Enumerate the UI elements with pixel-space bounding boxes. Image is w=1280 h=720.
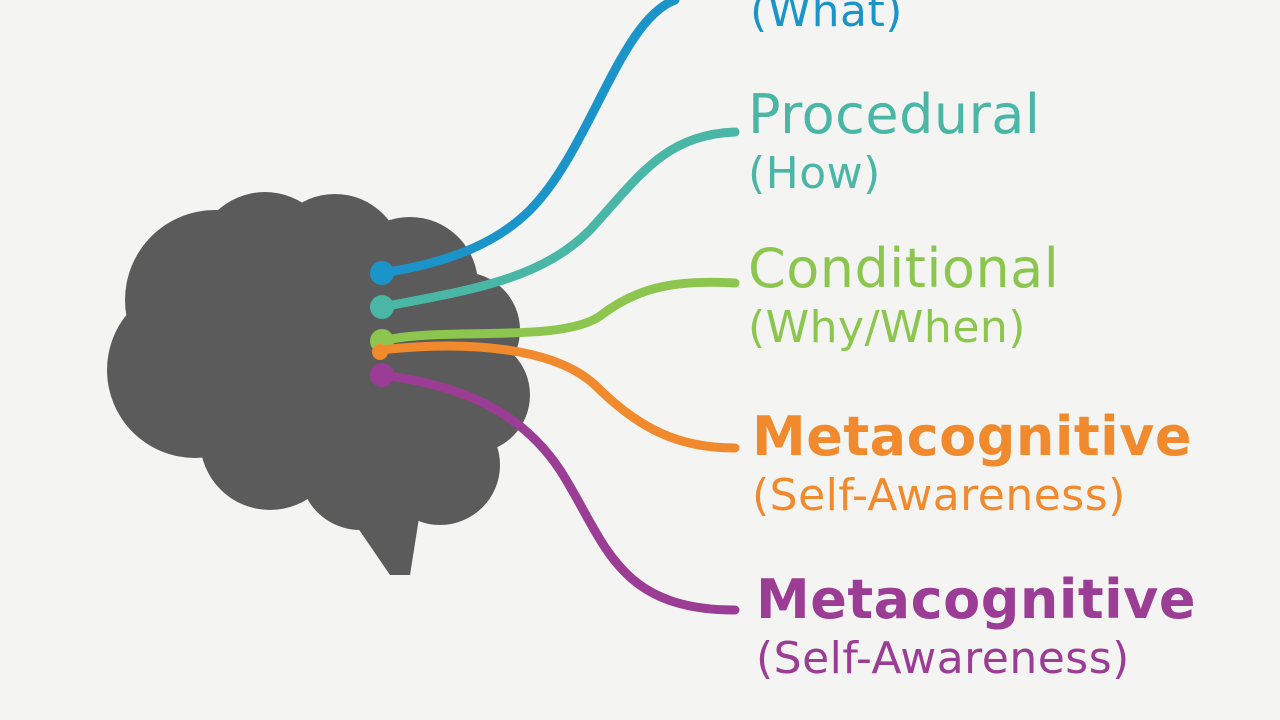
connector-line-metacognitive-orange (375, 341, 740, 453)
connector-dot-declarative (370, 261, 394, 285)
label-metacognitive-orange-subtitle: (Self-Awareness) (752, 470, 1126, 521)
connector-dot-procedural (370, 295, 394, 319)
connector-dot-metacognitive-orange (372, 344, 388, 360)
connector-procedural (370, 127, 740, 319)
label-procedural-subtitle: (How) (748, 148, 881, 199)
label-declarative: (What) (750, 0, 903, 34)
connector-line-procedural (377, 127, 740, 312)
label-metacognitive-orange: Metacognitive (Self-Awareness) (752, 410, 1192, 518)
label-declarative-subtitle: (What) (750, 0, 903, 37)
connector-line-declarative (377, 0, 680, 278)
connector-dot-metacognitive-purple (370, 363, 394, 387)
label-procedural: Procedural (How) (748, 88, 1040, 196)
label-metacognitive-purple: Metacognitive (Self-Awareness) (756, 573, 1196, 681)
connector-line-conditional (377, 277, 740, 346)
label-metacognitive-purple-subtitle: (Self-Awareness) (756, 633, 1130, 684)
label-conditional-title: Conditional (748, 237, 1060, 300)
connector-declarative (370, 0, 680, 285)
label-metacognitive-orange-title: Metacognitive (752, 405, 1192, 468)
label-conditional: Conditional (Why/When) (748, 242, 1059, 350)
connector-line-metacognitive-purple (377, 370, 740, 615)
label-procedural-title: Procedural (748, 83, 1041, 146)
label-conditional-subtitle: (Why/When) (748, 302, 1026, 353)
connector-metacognitive-orange (372, 341, 740, 453)
label-metacognitive-purple-title: Metacognitive (756, 568, 1196, 631)
connector-metacognitive-purple (370, 363, 740, 615)
